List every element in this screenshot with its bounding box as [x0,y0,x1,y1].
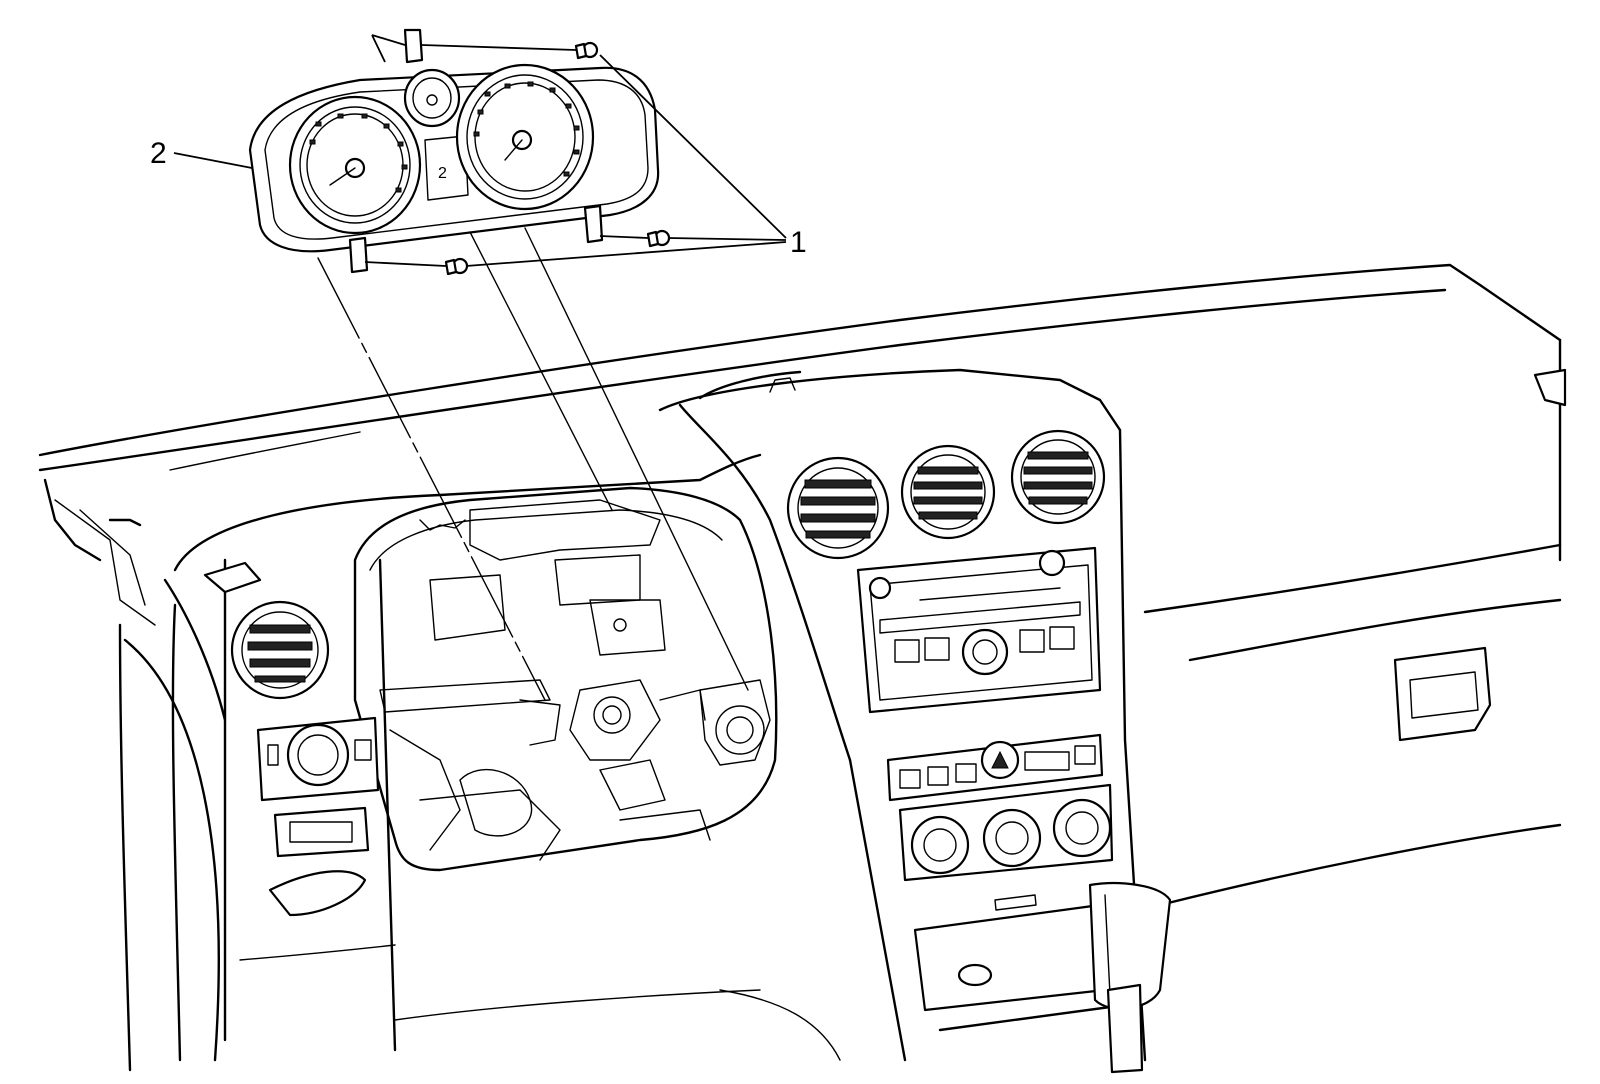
installation-guide-lines [317,227,749,701]
cluster-fasteners [444,41,671,276]
instrument-cluster: 2 [248,28,660,274]
radio-unit [856,546,1102,714]
cluster-opening [163,453,778,1052]
callout-label-2: 2 [150,137,167,170]
callout-1: 1 [371,34,807,267]
console-storage [913,903,1107,1012]
climate-controls [898,783,1114,882]
shift-lever [1088,882,1172,1074]
callout-label-1: 1 [790,226,807,259]
center-vent-middle [900,444,996,540]
cluster-center-display [424,135,469,201]
display-digit: 2 [438,165,447,182]
speedo-tick-marks [473,81,580,177]
fuel-gauge [403,68,461,128]
button-row [886,733,1104,802]
lower-left-switch [273,806,370,858]
speedometer-gauge [455,63,595,211]
tachometer-gauge [288,95,422,235]
center-vent-right [1010,429,1106,525]
tach-tick-marks [309,113,408,193]
console-grille [994,894,1037,911]
fastener-right [646,229,671,248]
glovebox-handle [1393,646,1492,742]
fastener-left [444,257,469,276]
fastener-top [574,41,599,60]
center-vent-left [786,456,890,560]
headlamp-switch [256,716,380,802]
lower-left-pocket [268,870,367,917]
callout-2: 2 [150,137,253,170]
center-stack [658,368,1172,1074]
left-air-vent [203,561,330,700]
instrument-panel [38,263,1567,1072]
